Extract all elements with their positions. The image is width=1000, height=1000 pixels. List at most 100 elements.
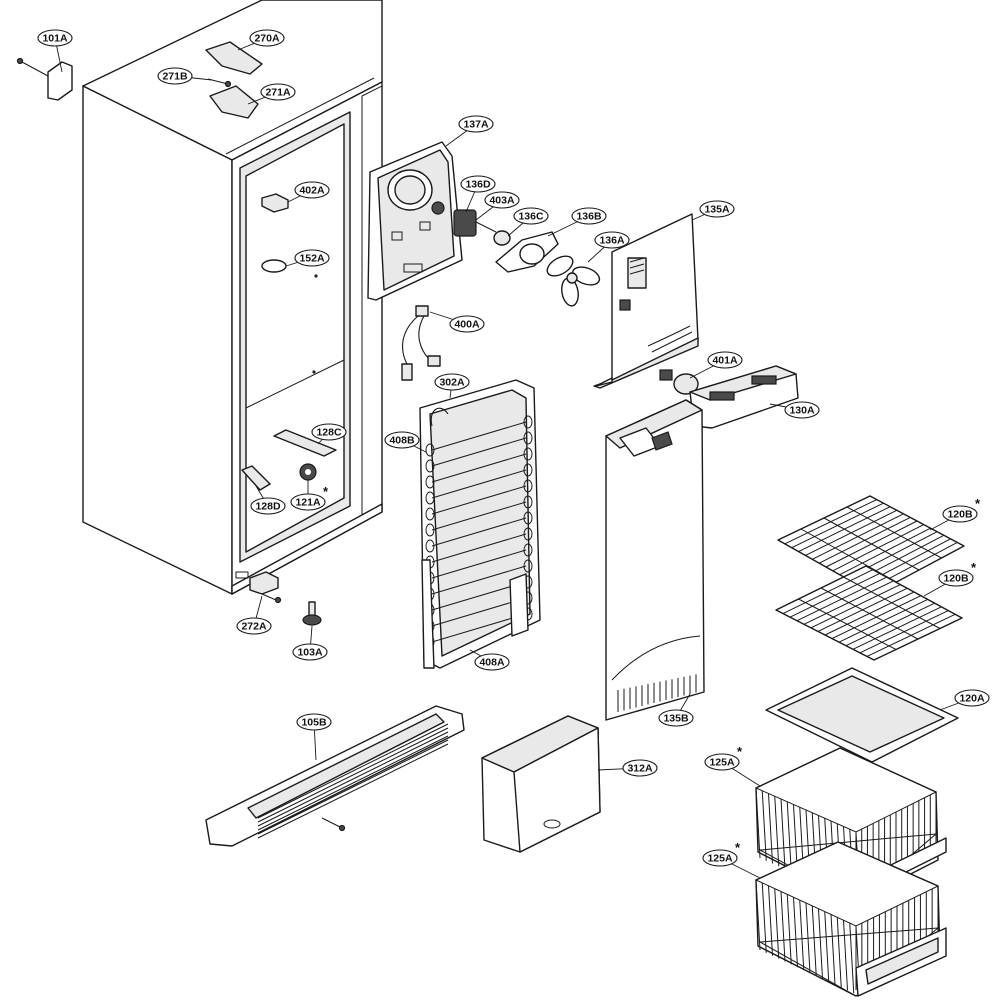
- evaporator-fins: [425, 415, 533, 649]
- callout-text: 302A: [439, 377, 465, 389]
- callout-text: 103A: [297, 647, 323, 659]
- callout-oval: [484, 191, 520, 209]
- callout-271b: 271B: [157, 67, 213, 85]
- callout-oval: [938, 569, 974, 587]
- callout-text: 401A: [712, 355, 738, 367]
- callout-oval: [449, 315, 485, 333]
- callout-text: 136C: [518, 211, 544, 223]
- callout-oval: [292, 643, 328, 661]
- callout-oval: [294, 181, 330, 199]
- callout-text: 402A: [299, 185, 325, 197]
- callout-text: 400A: [454, 319, 480, 331]
- part-272A-bottom-hinge: [249, 571, 282, 604]
- callout-121a: 121A*: [290, 480, 329, 511]
- callout-302a: 302A: [434, 373, 470, 399]
- callout-125a: 125A*: [702, 840, 761, 879]
- callout-oval: [622, 759, 658, 777]
- callout-oval: [704, 753, 740, 771]
- callout-oval: [294, 249, 330, 267]
- callout-135a: 135A: [691, 200, 735, 221]
- callout-text: 152A: [299, 253, 325, 265]
- part-136B-motor-bracket: [495, 231, 559, 273]
- callout-text: 125A: [709, 757, 735, 769]
- part-120B-wire-shelf-upper: [777, 495, 965, 595]
- callout-text: 125A: [707, 853, 733, 865]
- callout-oval: [458, 115, 494, 133]
- part-136C-grommet: [493, 230, 511, 246]
- callout-star: *: [975, 496, 981, 511]
- cover-vent-slots: [617, 674, 697, 712]
- callout-oval: [594, 231, 630, 249]
- callout-136a: 136A: [587, 231, 630, 263]
- callout-star: *: [737, 744, 743, 759]
- callout-text: 136D: [465, 179, 491, 191]
- callout-oval: [249, 29, 285, 47]
- callout-403a: 403A: [475, 191, 520, 221]
- callout-star: *: [735, 840, 741, 855]
- callout-128d: 128D: [250, 485, 286, 515]
- callout-oval: [571, 207, 607, 225]
- part-271A-hinge: [209, 85, 259, 119]
- part-125A-basket-lower: [754, 841, 947, 997]
- callout-oval: [434, 373, 470, 391]
- part-312A-drain-cover: [481, 715, 601, 853]
- callout-101a: 101A: [37, 29, 73, 73]
- callout-text: 120B: [943, 573, 969, 585]
- part-103A-leveling-foot: [302, 601, 322, 626]
- part-135A-fan-cover: [593, 213, 699, 389]
- callout-oval: [250, 497, 286, 515]
- callout-text: 135A: [704, 204, 730, 216]
- callout-oval: [260, 83, 296, 101]
- callout-oval: [236, 617, 272, 635]
- callout-oval: [513, 207, 549, 225]
- callout-text: 403A: [489, 195, 515, 207]
- callout-text: 136A: [599, 235, 625, 247]
- callout-105b: 105B: [296, 713, 332, 761]
- callout-text: 130A: [789, 405, 815, 417]
- callout-oval: [311, 423, 347, 441]
- callout-136b: 136B: [547, 207, 607, 237]
- callout-137a: 137A: [445, 115, 494, 147]
- callout-text: 101A: [42, 33, 68, 45]
- callout-312a: 312A: [597, 759, 658, 777]
- callout-130a: 130A: [769, 401, 820, 419]
- callout-text: 408A: [479, 657, 505, 669]
- callout-text: 128C: [316, 427, 342, 439]
- part-128C-rail: [273, 429, 337, 457]
- callout-128c: 128C: [311, 423, 347, 445]
- callout-oval: [707, 351, 743, 369]
- callout-text: 135B: [663, 713, 689, 725]
- callout-135b: 135B: [658, 693, 694, 727]
- callout-text: 408B: [389, 435, 415, 447]
- callout-oval: [699, 200, 735, 218]
- callout-oval: [290, 493, 326, 511]
- callout-text: 136B: [576, 211, 602, 223]
- callout-text: 270A: [254, 33, 280, 45]
- part-121A-roller: [299, 463, 317, 481]
- callout-star: *: [323, 484, 329, 499]
- callout-136d: 136D: [460, 175, 496, 213]
- part-302A-evaporator: [419, 379, 541, 669]
- callout-oval: [702, 849, 738, 867]
- callout-oval: [474, 653, 510, 671]
- callout-text: 312A: [627, 763, 653, 775]
- callout-120b: 120B*: [929, 496, 981, 531]
- callout-oval: [296, 713, 332, 731]
- part-152A-ring: [261, 259, 287, 273]
- callout-402a: 402A: [287, 181, 330, 203]
- callout-408b: 408B: [384, 431, 427, 453]
- part-137A-fan-bracket: [367, 141, 463, 301]
- part-101A-hinge-bracket: [16, 57, 73, 101]
- part-135B-evaporator-cover: [605, 399, 705, 721]
- callout-text: 121A: [295, 497, 321, 509]
- callout-text: 271B: [162, 71, 188, 83]
- callout-120b: 120B*: [923, 560, 977, 597]
- part-105B-base-grille: [205, 705, 465, 847]
- part-401A-lamp: [659, 369, 699, 395]
- callout-152a: 152A: [285, 249, 330, 267]
- part-120A-glass-shelf: [765, 667, 959, 763]
- part-400A-wire-harness: [401, 305, 441, 381]
- callout-text: 137A: [463, 119, 489, 131]
